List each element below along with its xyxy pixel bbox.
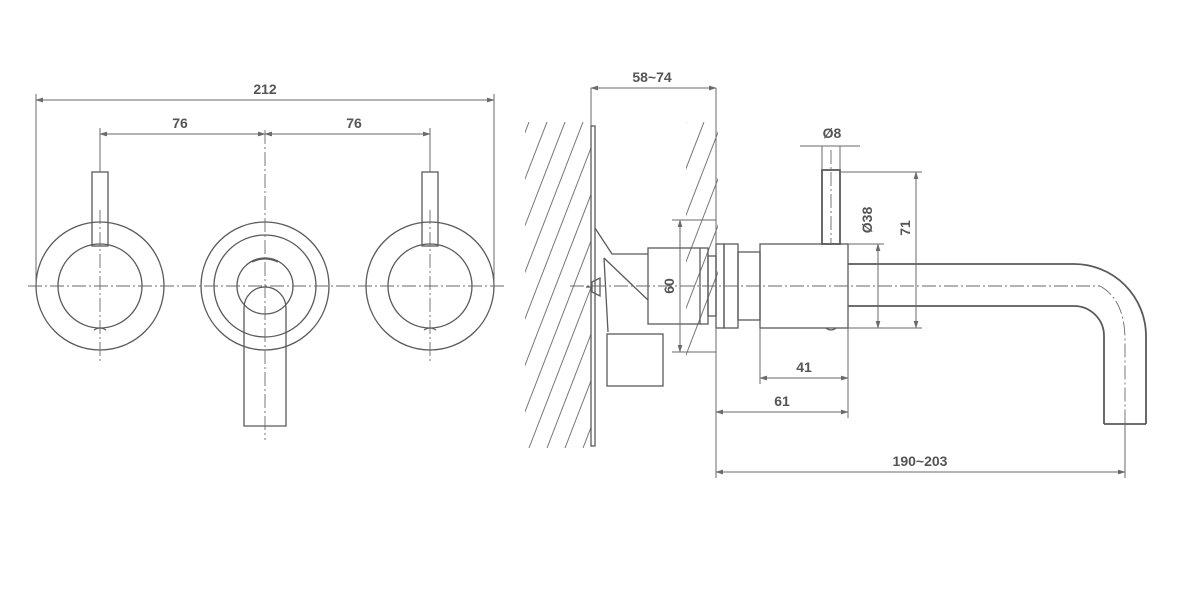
spout-centerline bbox=[1099, 285, 1126, 450]
wall-depth-label: 58~74 bbox=[632, 69, 672, 85]
faucet-body bbox=[759, 169, 849, 331]
body-length-label: 41 bbox=[796, 359, 812, 375]
overall-width-label: 212 bbox=[253, 81, 277, 97]
right-spacing-label: 76 bbox=[346, 115, 362, 131]
flange-height-label: 60 bbox=[661, 278, 677, 294]
handle-diameter-label: Ø8 bbox=[823, 125, 842, 141]
front-view: 212 76 76 bbox=[28, 81, 505, 440]
wall-hatch-right bbox=[686, 122, 718, 357]
body-diameter-label: Ø38 bbox=[859, 207, 875, 234]
total-body-length-label: 61 bbox=[774, 393, 790, 409]
wall-hatch-left bbox=[525, 122, 591, 448]
left-spacing-label: 76 bbox=[172, 115, 188, 131]
spout bbox=[848, 263, 1147, 425]
handle-height-label: 71 bbox=[897, 220, 913, 236]
side-view: 58~74 Ø8 Ø38 71 60 41 61 190~203 bbox=[525, 69, 1147, 478]
spout-reach-label: 190~203 bbox=[893, 453, 948, 469]
